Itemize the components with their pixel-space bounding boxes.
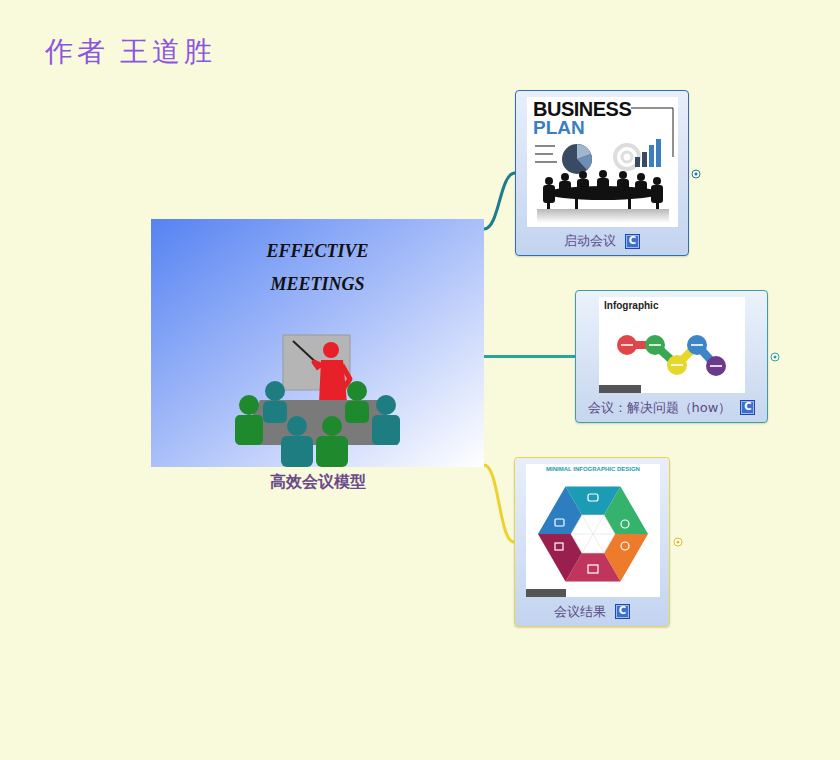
caption-row: 会议：解决问题（how） C xyxy=(576,393,767,422)
topic-title: 会议：解决问题（how） xyxy=(588,399,732,417)
picture-text: MINIMAL INFOGRAPHIC DESIGN xyxy=(515,466,671,472)
hexagon-picture xyxy=(526,464,660,597)
collapse-dot-core xyxy=(695,173,698,176)
caption-row: 会议结果 C xyxy=(515,597,669,626)
picture-text: EFFECTIVE xyxy=(151,241,484,262)
collapse-dot xyxy=(771,353,779,361)
topic-box: 启动会议CBUSINESSPLAN xyxy=(515,90,689,256)
badge-icon: C xyxy=(615,604,630,619)
topic-title: 高效会议模型 xyxy=(270,472,366,493)
branch-line xyxy=(484,173,515,229)
steps-picture xyxy=(599,297,745,393)
caption-row: 启动会议 C xyxy=(516,227,688,255)
badge-icon: C xyxy=(625,234,640,249)
picture-text: Infographic xyxy=(604,300,658,311)
collapse-dot-core xyxy=(774,356,777,359)
topic-box: 会议：解决问题（how） C Infographic xyxy=(575,290,768,423)
collapse-dot xyxy=(692,170,700,178)
caption-row: 高效会议模型 xyxy=(151,469,484,495)
branch-line xyxy=(484,465,514,542)
picture-text: PLAN xyxy=(533,117,585,139)
badge-icon: C xyxy=(740,400,755,415)
topic-box: 会议结果 C MINIMAL INFOGRAPHIC DESIGN xyxy=(514,457,670,627)
collapse-dot xyxy=(674,538,682,546)
author-note: 作者 王道胜 xyxy=(45,33,216,71)
collapse-dot-core xyxy=(677,541,680,544)
topic-title: 会议结果 xyxy=(554,603,606,621)
topic-title: 启动会议 xyxy=(564,232,616,250)
picture-text: MEETINGS xyxy=(151,274,484,295)
central-topic: 高效会议模型 EFFECTIVE MEETINGS xyxy=(151,219,484,495)
branch-line xyxy=(484,355,575,358)
